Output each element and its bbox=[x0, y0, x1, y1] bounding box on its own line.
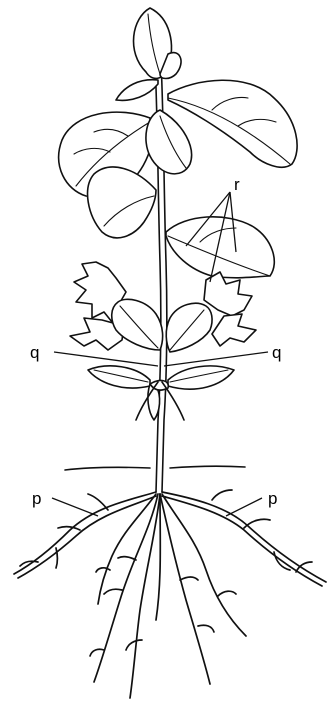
label-p-left: p bbox=[32, 489, 41, 508]
soil-line bbox=[65, 466, 245, 470]
label-q-left: q bbox=[30, 343, 39, 362]
label-r: r bbox=[234, 175, 240, 194]
label-p-right: p bbox=[268, 489, 277, 508]
mid-left-leaf bbox=[88, 167, 156, 238]
root-system bbox=[14, 490, 326, 698]
lower-left-leaf-cluster bbox=[70, 262, 163, 350]
pointer-q-left bbox=[54, 352, 158, 366]
center-leaf bbox=[146, 110, 192, 174]
pointer-q-right bbox=[164, 352, 268, 366]
lower-right-leaf-cluster bbox=[166, 272, 256, 352]
mid-right-leaf bbox=[166, 217, 274, 278]
label-q-right: q bbox=[272, 343, 281, 362]
pointer-p-left bbox=[52, 498, 98, 516]
pointer-p-right bbox=[226, 498, 262, 516]
top-bud-leaf bbox=[116, 8, 181, 100]
